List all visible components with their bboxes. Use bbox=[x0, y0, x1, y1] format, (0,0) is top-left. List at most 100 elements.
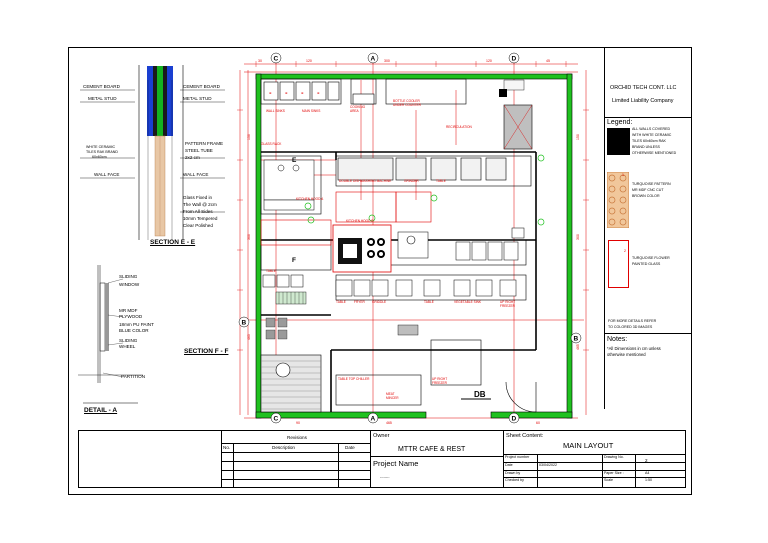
detail-a-drawing bbox=[78, 265, 143, 404]
section-label: CEMENT BOARD bbox=[83, 84, 120, 89]
svg-text:300: 300 bbox=[384, 59, 390, 63]
svg-text:45: 45 bbox=[546, 59, 550, 63]
section-label: Clear Polished bbox=[183, 223, 213, 228]
svg-text:FREEZER: FREEZER bbox=[432, 381, 448, 385]
field-label: Drawing No. bbox=[604, 455, 624, 459]
legend-swatch-pattern bbox=[607, 172, 629, 228]
divider bbox=[370, 456, 503, 457]
svg-text:TABLE TOP CHILLER: TABLE TOP CHILLER bbox=[338, 377, 370, 381]
divider bbox=[604, 333, 692, 334]
legend-note: FOR MORE DETAILS REFER bbox=[608, 319, 657, 323]
svg-text:B: B bbox=[574, 336, 579, 343]
svg-text:A: A bbox=[371, 416, 376, 423]
field-label: Date bbox=[505, 463, 513, 467]
detail-label: WINDOW bbox=[119, 282, 140, 287]
svg-text:D: D bbox=[512, 56, 517, 63]
divider bbox=[604, 117, 692, 118]
svg-text:465: 465 bbox=[576, 344, 580, 350]
field-value: 2 bbox=[645, 458, 648, 463]
svg-text:MAIN SINKS: MAIN SINKS bbox=[302, 109, 320, 113]
divider bbox=[221, 430, 222, 488]
svg-text:KITCHEN HOOD B: KITCHEN HOOD B bbox=[346, 219, 373, 223]
divider bbox=[221, 461, 370, 462]
notes-line: *All Dimensions in cm unless bbox=[607, 346, 661, 351]
field-value: A4 bbox=[645, 471, 650, 475]
section-label: CEMENT BOARD bbox=[183, 84, 220, 89]
section-label: METAL STUD bbox=[88, 96, 117, 101]
svg-text:KITCHEN HOOD A: KITCHEN HOOD A bbox=[296, 197, 324, 201]
svg-text:E: E bbox=[292, 157, 297, 164]
company-subtitle: Limited Liability Company bbox=[612, 98, 674, 104]
divider bbox=[503, 454, 686, 455]
legend-text: OTHERWISE MENTIONED bbox=[632, 151, 677, 155]
legend-text: WITH WHITE CERAMIC bbox=[632, 133, 672, 137]
legend-text: TURQUOISE FLOWER bbox=[632, 256, 670, 260]
divider bbox=[503, 462, 686, 463]
detail-a-title: DETAIL - A bbox=[84, 407, 118, 414]
svg-text:TABLE: TABLE bbox=[336, 300, 346, 304]
svg-text:GLASS RACK: GLASS RACK bbox=[261, 142, 282, 146]
notes-line: otherwise mentioned bbox=[607, 352, 646, 357]
svg-text:FRYER: FRYER bbox=[354, 300, 365, 304]
owner-value: MTTR CAFE & REST bbox=[398, 446, 466, 453]
legend-text: BROWN COLOR bbox=[632, 194, 660, 198]
section-label: STEEL TUBE bbox=[185, 148, 213, 153]
svg-text:TABLE: TABLE bbox=[436, 179, 446, 183]
divider bbox=[503, 477, 686, 478]
field-value: 03/04/2022 bbox=[539, 463, 557, 467]
svg-text:465: 465 bbox=[247, 334, 251, 340]
svg-text:GRINDER: GRINDER bbox=[404, 179, 419, 183]
svg-text:⊕: ⊕ bbox=[317, 91, 320, 95]
svg-text:90: 90 bbox=[296, 421, 300, 425]
svg-text:300: 300 bbox=[247, 234, 251, 240]
sheet-label: Sheet Content: bbox=[506, 433, 544, 439]
field-label: Checked by bbox=[505, 478, 524, 482]
divider bbox=[602, 454, 603, 488]
svg-text:A: A bbox=[371, 56, 376, 63]
section-label: WALL FACE bbox=[183, 172, 209, 177]
svg-text:60: 60 bbox=[536, 421, 540, 425]
section-label: 60x60cm bbox=[92, 155, 107, 159]
svg-text:⊕: ⊕ bbox=[285, 91, 288, 95]
svg-text:120: 120 bbox=[306, 59, 312, 63]
field-label: Project number bbox=[505, 455, 530, 459]
detail-label: 18mm PU PAINT bbox=[119, 322, 154, 327]
detail-label: MR MDF bbox=[119, 308, 138, 313]
legend-text: MR MDF CNC CUT bbox=[632, 188, 664, 192]
detail-label: WHEEL bbox=[119, 344, 136, 349]
svg-text:MEAT: MEAT bbox=[386, 392, 395, 396]
detail-label: SLIDING bbox=[119, 338, 138, 343]
detail-label: PLYWOOD bbox=[119, 314, 143, 319]
project-label: Project Name bbox=[373, 459, 419, 468]
section-label: 2x2 cm bbox=[185, 155, 200, 160]
divider bbox=[503, 470, 686, 471]
svg-text:GRIDDLE: GRIDDLE bbox=[372, 300, 386, 304]
section-label: Glass Fixed in bbox=[183, 195, 213, 200]
svg-text:UP RIGHT: UP RIGHT bbox=[432, 377, 447, 381]
svg-text:MINCER: MINCER bbox=[386, 396, 399, 400]
svg-text:C: C bbox=[274, 416, 279, 423]
section-label: PATTERN FRAME bbox=[185, 141, 224, 146]
project-value: -------- bbox=[380, 475, 390, 479]
db-label: DB bbox=[474, 390, 486, 399]
legend-text: PAINTED GLASS bbox=[632, 262, 661, 266]
svg-text:F: F bbox=[292, 257, 296, 264]
section-label: From All Sides bbox=[183, 209, 213, 214]
revisions-col-no: No. bbox=[223, 445, 231, 450]
notes-title: Notes: bbox=[607, 336, 628, 343]
info-panel bbox=[604, 47, 692, 409]
legend-text: ALL WALLS COVERED bbox=[632, 127, 671, 131]
legend-number: 1 bbox=[622, 173, 624, 177]
svg-text:150: 150 bbox=[576, 134, 580, 140]
sheet-value: MAIN LAYOUT bbox=[563, 441, 614, 450]
section-label: TILES RAK BRAND bbox=[86, 150, 118, 154]
section-label: WALL FACE bbox=[94, 172, 120, 177]
section-ee-drawing bbox=[80, 65, 225, 240]
svg-text:150: 150 bbox=[247, 134, 251, 140]
svg-text:WALL SINKS: WALL SINKS bbox=[266, 109, 285, 113]
svg-text:UNDER COUNTER: UNDER COUNTER bbox=[393, 103, 422, 107]
legend-number: 2 bbox=[624, 249, 626, 253]
svg-text:COOKING: COOKING bbox=[350, 105, 366, 109]
field-label: Paper Size : bbox=[604, 471, 624, 475]
svg-text:D: D bbox=[512, 416, 517, 423]
